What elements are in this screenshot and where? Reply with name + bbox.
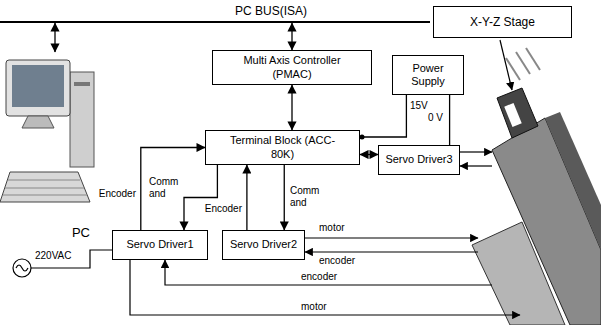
node-text: Terminal Block (ACC-80K) [228, 134, 338, 160]
connector [246, 165, 247, 230]
servo1-motor-wire [130, 260, 520, 315]
wire-label: motor [300, 301, 328, 313]
signal-label: 0 V [427, 112, 444, 124]
connector [291, 23, 292, 50]
servo2-encoder-wire [305, 251, 478, 252]
connector [284, 165, 285, 230]
junction-dot [360, 135, 365, 140]
node-text: PC BUS(ISA) [235, 4, 307, 18]
wire-label: 220VAC [34, 250, 73, 262]
signal-label: Comm and [148, 176, 180, 199]
controller-box: Multi Axis Controller (PMAC) [212, 50, 372, 85]
connector [184, 165, 217, 230]
connector [360, 154, 378, 155]
wire-label: encoder [318, 255, 356, 267]
mains-wire [31, 250, 112, 268]
servo-box: Servo Driver2 [222, 230, 305, 260]
stage-box: X-Y-Z Stage [433, 6, 572, 38]
signal-label: Encoder [98, 188, 137, 200]
bus-band: PC BUS(ISA) [0, 0, 430, 23]
node-text: Servo Driver2 [230, 238, 297, 251]
node-text: PC [72, 225, 90, 240]
servo3-motor-wire [460, 151, 492, 152]
node-text: Servo Driver3 [385, 153, 452, 166]
node-text: Multi Axis Controller (PMAC) [227, 54, 357, 80]
node-text: Servo Driver1 [126, 238, 193, 251]
ac-source-symbol [13, 259, 31, 277]
connector [54, 23, 55, 52]
wire-label: motor [318, 222, 346, 234]
servo2-motor-wire [305, 237, 478, 238]
signal-label: Encoder [204, 203, 243, 215]
terminal-box: Terminal Block (ACC-80K) [205, 130, 360, 165]
connector [291, 85, 292, 130]
connector [141, 148, 205, 231]
power-box: Power Supply [392, 55, 464, 95]
pc-node: PC [0, 52, 100, 242]
servo3-encoder-wire [460, 165, 492, 166]
pc-illustration [0, 52, 100, 222]
connector [360, 95, 406, 137]
connector [449, 95, 450, 145]
servo-box: Servo Driver1 [112, 230, 208, 260]
signal-label: Comm and [289, 185, 321, 208]
robot-illustration [472, 48, 601, 325]
servo-box: Servo Driver3 [378, 145, 460, 175]
ac-sine [16, 265, 28, 271]
node-text: X-Y-Z Stage [470, 15, 535, 29]
node-text: Power Supply [397, 62, 459, 88]
signal-label: 15V [409, 100, 429, 112]
wire-label: encoder [300, 271, 338, 283]
stage-arrow [500, 40, 512, 90]
